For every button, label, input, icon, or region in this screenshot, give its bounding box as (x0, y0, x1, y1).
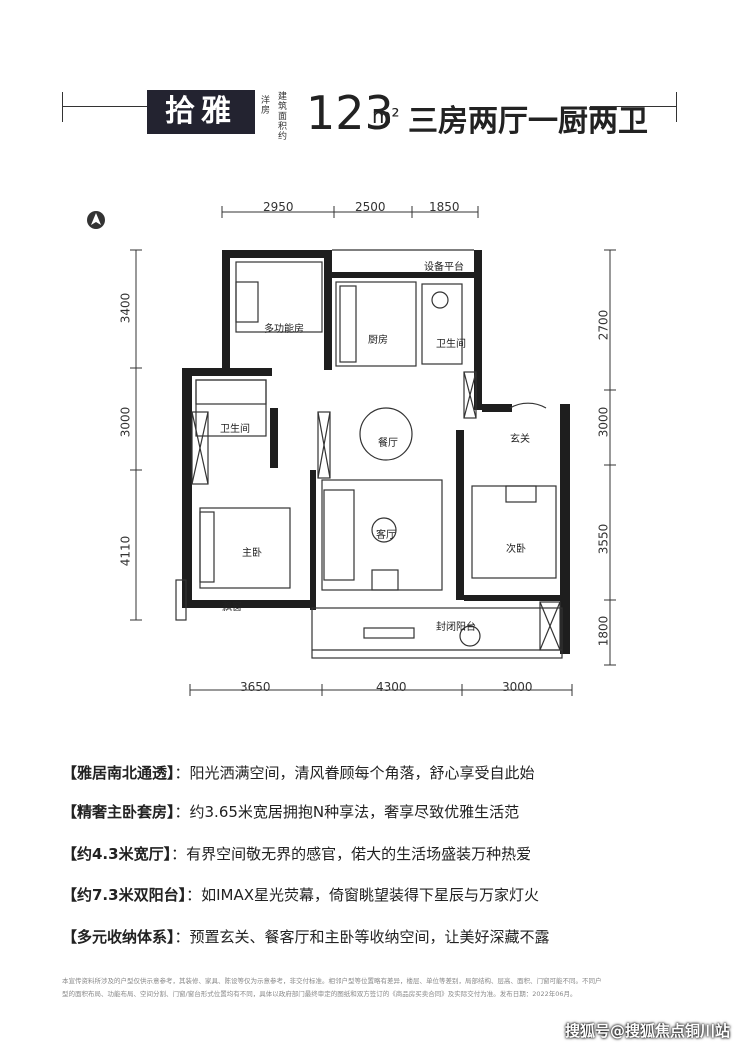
room-bay: 飘窗 (222, 602, 242, 613)
top-dim-3: 1850 (429, 200, 460, 214)
area-unit: m² (372, 104, 400, 128)
top-dim-1: 2950 (263, 200, 294, 214)
room-kitchen: 厨房 (368, 335, 388, 346)
top-dim-2: 2500 (355, 200, 386, 214)
feature-4: 【约7.3米双阳台】：如IMAX星光荧幕，倚窗眺望装得下星辰与万家灯火 (62, 886, 539, 904)
header-tick-right (676, 92, 677, 122)
area-number: 123 (306, 86, 394, 140)
watermark: 搜狐号@搜狐焦点铜川站 (564, 1022, 730, 1040)
feature-2: 【精奢主卧套房】：约3.65米宽居拥抱N种享法，奢享尽致优雅生活范 (62, 803, 520, 821)
room-bath-left: 卫生间 (220, 424, 250, 435)
room-dining: 餐厅 (378, 438, 398, 449)
room-equipment: 设备平台 (424, 262, 464, 273)
feature-5: 【多元收纳体系】：预置玄关、餐客厅和主卧等收纳空间，让美好深藏不露 (62, 928, 550, 946)
north-compass-icon (87, 211, 105, 229)
type-tag: 洋房 (261, 96, 271, 116)
fine-print-1: 本宣传资料所涉及的户型仅供示意参考，其装修、家具、陈设等仅为示意参考，非交付标准… (62, 977, 602, 985)
room-living: 客厅 (376, 530, 396, 541)
room-entry: 玄关 (510, 434, 530, 445)
room-multi: 多功能房 (264, 324, 304, 335)
header-rule-left (62, 106, 147, 107)
feature-1: 【雅居南北通透】：阳光洒满空间，清风眷顾每个角落，舒心享受自此始 (62, 764, 535, 782)
room-second: 次卧 (506, 544, 526, 555)
room-bath-right: 卫生间 (436, 339, 466, 350)
project-name: 拾雅 (147, 90, 255, 134)
area-tag: 建筑面积约 (278, 92, 288, 142)
header-rule-right (590, 106, 676, 107)
room-balcony: 封闭阳台 (436, 622, 476, 633)
layout-description: 三房两厅一厨两卫 (408, 104, 648, 139)
fine-print-2: 型的面积布局、功能布局、空间分割、门窗/窗台形式位置均有不同，具体以政府部门最终… (62, 990, 577, 998)
floor-plan (130, 206, 616, 696)
room-master: 主卧 (242, 548, 262, 559)
header-tick-left (62, 92, 63, 122)
feature-3: 【约4.3米宽厅】：有界空间敬无界的感官，偌大的生活场盛装万种热爱 (62, 845, 532, 863)
